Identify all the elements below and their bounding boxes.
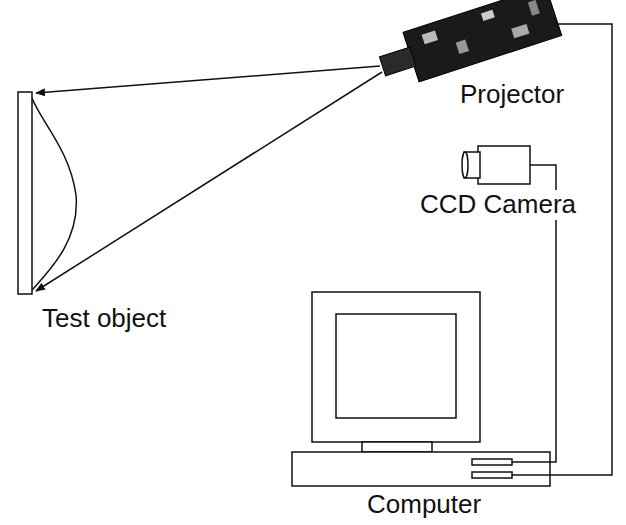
projection-ray (36, 66, 382, 291)
device-label: Computer (365, 490, 483, 520)
object-label: Test object (40, 304, 168, 334)
test-object (18, 92, 76, 294)
computer-symbol (292, 292, 550, 486)
device-label: CCD Camera (418, 190, 578, 220)
device-label: Projector (458, 80, 566, 110)
ccd-camera-symbol (462, 146, 530, 184)
projector-symbol (374, 0, 561, 91)
